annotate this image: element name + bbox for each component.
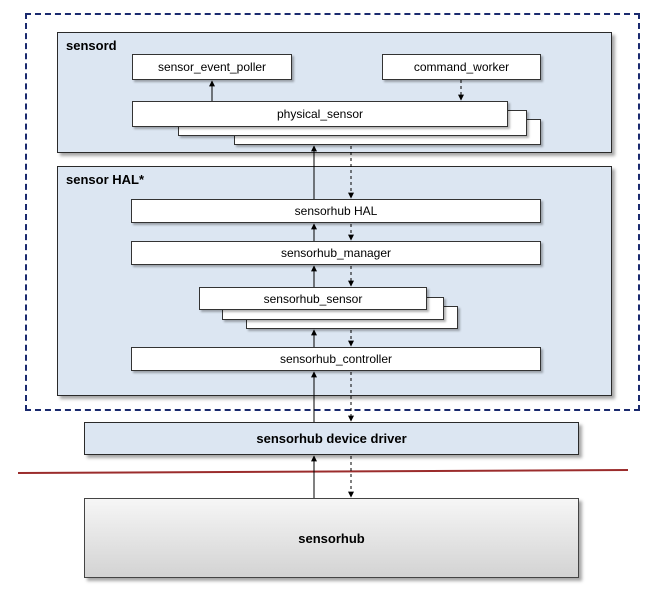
sensorhub-controller-box: sensorhub_controller: [131, 347, 541, 371]
boundary-line: [17, 469, 629, 474]
sensord-title: sensord: [66, 38, 117, 53]
sensor-hal-title: sensor HAL*: [66, 172, 145, 187]
physical-sensor-box: physical_sensor: [132, 101, 508, 127]
userspace-frame: [25, 13, 640, 411]
sensorhub-box: sensorhub: [84, 498, 579, 578]
sensor-event-poller-box: sensor_event_poller: [132, 54, 292, 80]
sensorhub-device-driver-box: sensorhub device driver: [84, 422, 579, 455]
sensorhub-manager-box: sensorhub_manager: [131, 241, 541, 265]
sensorhub-hal-box: sensorhub HAL: [131, 199, 541, 223]
command-worker-box: command_worker: [382, 54, 541, 80]
sensorhub-sensor-box: sensorhub_sensor: [199, 287, 427, 310]
